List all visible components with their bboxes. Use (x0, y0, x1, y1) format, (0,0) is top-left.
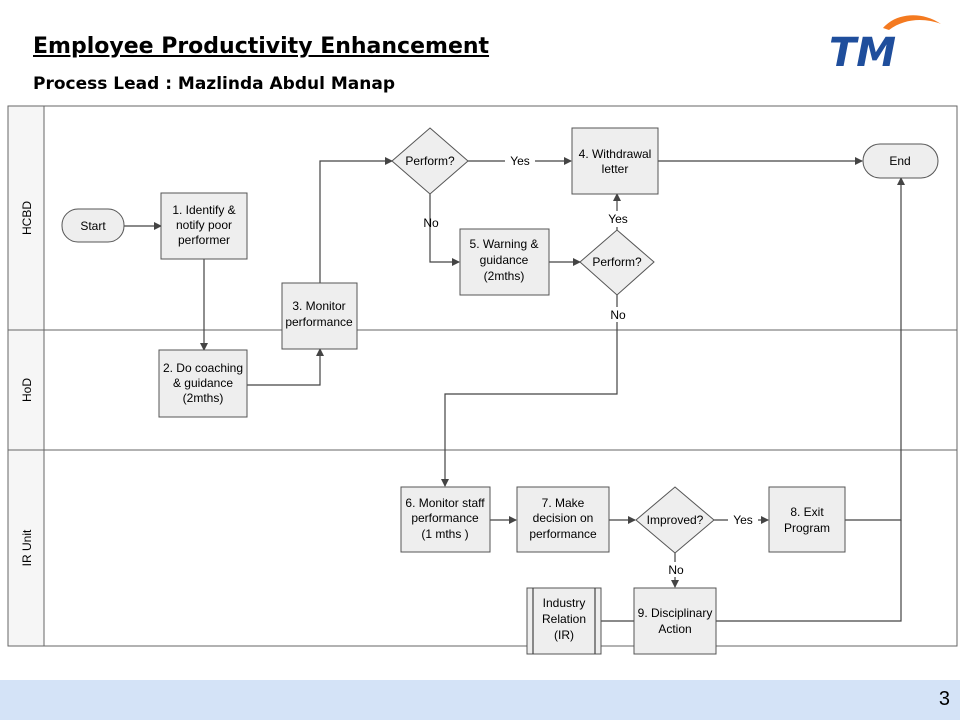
arrow-perform-no-to-warning (429, 194, 460, 266)
svg-text:Action: Action (658, 622, 691, 636)
svg-text:performance: performance (529, 527, 597, 541)
process-lead: Process Lead : Mazlinda Abdul Manap (33, 74, 395, 94)
svg-text:Program: Program (784, 521, 830, 535)
svg-text:letter: letter (602, 162, 629, 176)
edge-label-yes: Yes (510, 154, 530, 168)
page-title: Employee Productivity Enhancement (33, 34, 490, 59)
step-decision-box: 7. Make decision on performance (516, 486, 610, 553)
svg-text:Perform?: Perform? (405, 154, 455, 168)
footer-bar: 3 (0, 680, 960, 720)
svg-text:(1 mths ): (1 mths ) (421, 527, 468, 541)
svg-text:performance: performance (285, 315, 353, 329)
svg-text:(IR): (IR) (554, 628, 574, 642)
process-flowchart: HCBD HoD IR Unit Yes No Yes No Yes No (7, 105, 958, 655)
svg-text:1. Identify &: 1. Identify & (172, 203, 235, 217)
edge-label-yes: Yes (733, 513, 753, 527)
svg-text:End: End (889, 154, 910, 168)
svg-text:5. Warning &: 5. Warning & (470, 237, 539, 251)
industry-relation-box: Industry Relation (IR) (526, 587, 602, 655)
svg-text:(2mths): (2mths) (183, 391, 224, 405)
svg-text:Improved?: Improved? (647, 513, 704, 527)
lane-header-hcbd (7, 105, 45, 331)
step-monitor-box: 3. Monitor performance (281, 282, 358, 350)
svg-text:2. Do coaching: 2. Do coaching (163, 361, 243, 375)
lane-label-ir-unit: IR Unit (20, 529, 34, 566)
arrow-coaching-to-monitor (247, 348, 324, 386)
tm-logo: TM (829, 15, 941, 72)
arrow-monitor-to-perform (319, 157, 393, 283)
swimlane-frame (7, 105, 958, 647)
step-identify-box: 1. Identify & notify poor performer (160, 192, 248, 260)
svg-text:(2mths): (2mths) (484, 269, 525, 283)
step-warning-box: 5. Warning & guidance (2mths) (459, 228, 550, 296)
step-exit-box: 8. Exit Program (768, 486, 846, 553)
connectors (124, 157, 905, 622)
svg-text:Perform?: Perform? (592, 255, 642, 269)
decision-perform-2: Perform? (579, 229, 655, 296)
svg-text:6. Monitor staff: 6. Monitor staff (405, 496, 485, 510)
svg-text:& guidance: & guidance (173, 376, 233, 390)
svg-text:performer: performer (178, 233, 230, 247)
svg-text:guidance: guidance (480, 253, 529, 267)
swimlanes: HCBD HoD IR Unit (7, 105, 958, 647)
decision-improved: Improved? (635, 486, 715, 554)
page-number: 3 (938, 688, 950, 710)
svg-text:8. Exit: 8. Exit (790, 505, 824, 519)
arrow-perform2-no-to-monitor-staff (441, 295, 618, 487)
logo-text: TM (829, 30, 896, 72)
edge-label-no: No (610, 308, 626, 322)
lane-header-ir-unit (7, 449, 45, 647)
edge-label-yes: Yes (608, 212, 628, 226)
edge-label-no: No (423, 216, 439, 230)
end-terminal: End (862, 143, 939, 179)
arrow-exit-to-end (845, 177, 905, 521)
svg-text:7. Make: 7. Make (542, 496, 585, 510)
svg-text:notify poor: notify poor (176, 218, 232, 232)
step-disciplinary-box: 9. Disciplinary Action (633, 587, 717, 655)
lane-header-hod (7, 329, 45, 451)
edge-labels: Yes No Yes No Yes No (423, 152, 758, 577)
svg-text:9. Disciplinary: 9. Disciplinary (638, 606, 713, 620)
svg-text:3. Monitor: 3. Monitor (292, 299, 345, 313)
svg-text:Industry: Industry (543, 596, 586, 610)
svg-text:performance: performance (411, 511, 479, 525)
step-monitor-staff-box: 6. Monitor staff performance (1 mths ) (400, 486, 491, 553)
svg-text:4. Withdrawal: 4. Withdrawal (579, 147, 652, 161)
line-disciplinary-to-end (716, 520, 902, 622)
start-terminal: Start (61, 208, 125, 243)
svg-text:Relation: Relation (542, 612, 586, 626)
edge-label-no: No (668, 563, 684, 577)
decision-perform-1: Perform? (391, 127, 469, 195)
lane-label-hcbd: HCBD (20, 201, 34, 235)
step-withdrawal-box: 4. Withdrawal letter (571, 127, 659, 195)
lane-label-hod: HoD (20, 378, 34, 402)
step-coaching-box: 2. Do coaching & guidance (2mths) (158, 349, 248, 418)
svg-text:Start: Start (80, 219, 106, 233)
logo-swoosh-icon (883, 15, 941, 30)
svg-text:decision on: decision on (533, 511, 594, 525)
